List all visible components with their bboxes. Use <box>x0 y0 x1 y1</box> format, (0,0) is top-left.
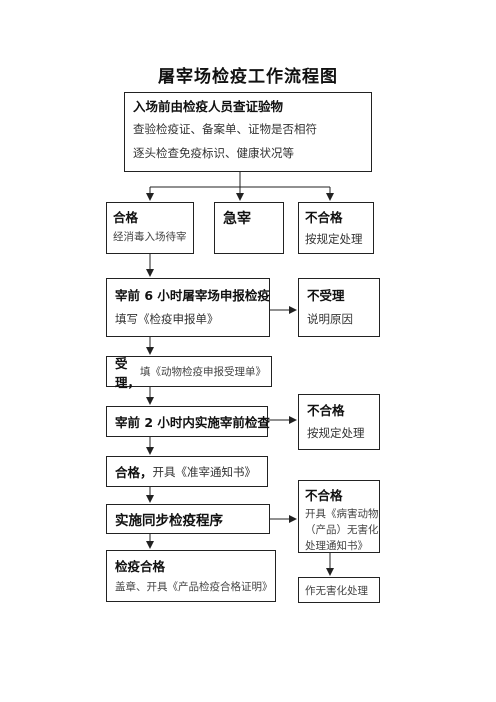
fail2-sub: 按规定处理 <box>307 426 365 440</box>
urgent-box: 急宰 <box>214 202 284 254</box>
reject-box: 不受理 说明原因 <box>298 278 380 337</box>
accept-box: 受理， 填《动物检疫申报受理单》 <box>106 356 272 390</box>
entry-line-1: 查验检疫证、备案单、证物是否相符 <box>133 122 317 136</box>
fail-box-2: 不合格 按规定处理 <box>298 394 380 450</box>
report-box: 宰前 6 小时屠宰场申报检疫 填写《检疫申报单》 <box>106 278 270 337</box>
accept-sub: 填《动物检疫申报受理单》 <box>140 366 266 378</box>
entry-inspection-box: 入场前由检疫人员查证验物 查验检疫证、备案单、证物是否相符 逐头检查免疫标识、健… <box>124 92 372 172</box>
fail1-heading: 不合格 <box>305 210 343 225</box>
pass-sub: 经消毒入场待宰 <box>113 231 187 243</box>
fail3-line-1: 开具《病害动物 <box>305 508 379 520</box>
fail-box-3: 不合格 开具《病害动物 （产品）无害化 处理通知书》 <box>298 480 380 553</box>
final-heading: 检疫合格 <box>115 559 166 574</box>
reject-sub: 说明原因 <box>307 312 353 326</box>
harmless-label: 作无害化处理 <box>305 584 368 597</box>
urgent-heading: 急宰 <box>223 211 251 227</box>
notice-sub: 开具《准宰通知书》 <box>152 464 257 479</box>
final-box: 检疫合格 盖章、开具《产品检疫合格证明》 <box>106 550 276 602</box>
report-heading: 宰前 6 小时屠宰场申报检疫 <box>115 288 270 303</box>
entry-line-2: 逐头检查免疫标识、健康状况等 <box>133 146 294 160</box>
report-sub: 填写《检疫申报单》 <box>115 312 219 326</box>
fail1-sub: 按规定处理 <box>305 232 363 246</box>
sync-box: 实施同步检疫程序 <box>106 504 270 534</box>
entry-heading: 入场前由检疫人员查证验物 <box>133 99 284 114</box>
pass-heading: 合格 <box>113 210 139 225</box>
fail3-heading: 不合格 <box>305 488 343 503</box>
fail3-line-3: 处理通知书》 <box>305 540 368 552</box>
accept-heading: 受理， <box>115 355 141 390</box>
reject-heading: 不受理 <box>307 288 345 303</box>
preinspect-box: 宰前 2 小时内实施宰前检查 <box>106 406 270 437</box>
page-title: 屠宰场检疫工作流程图 <box>158 67 338 87</box>
fail3-line-2: （产品）无害化 <box>305 524 379 536</box>
pass-box: 合格 经消毒入场待宰 <box>106 202 194 254</box>
harmless-box: 作无害化处理 <box>298 577 380 603</box>
sync-heading: 实施同步检疫程序 <box>115 513 223 529</box>
fail-box-1: 不合格 按规定处理 <box>298 202 374 254</box>
fail2-heading: 不合格 <box>307 403 345 418</box>
final-sub: 盖章、开具《产品检疫合格证明》 <box>115 581 273 593</box>
notice-box: 合格， 开具《准宰通知书》 <box>106 456 268 487</box>
preinspect-heading: 宰前 2 小时内实施宰前检查 <box>115 415 270 430</box>
notice-heading: 合格， <box>115 465 153 480</box>
